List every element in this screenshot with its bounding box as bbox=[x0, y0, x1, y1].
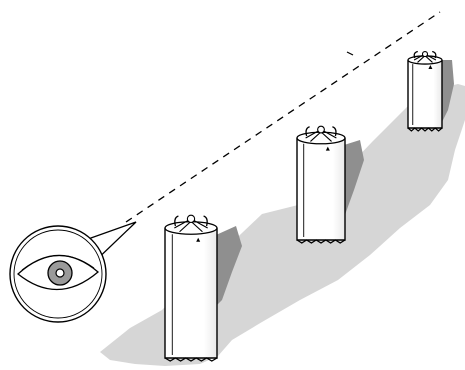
near-post-top bbox=[164, 221, 218, 235]
sightline-tick bbox=[346, 51, 354, 56]
near-post-shadow bbox=[216, 226, 242, 306]
far-post bbox=[407, 50, 443, 132]
middle-post-knob bbox=[317, 125, 325, 134]
far-post-shadow bbox=[442, 60, 454, 122]
middle-post-base bbox=[296, 239, 346, 244]
near-post-lug-left bbox=[174, 215, 179, 227]
middle-post-lug-right bbox=[332, 126, 337, 137]
near-post-lug-right bbox=[203, 215, 208, 227]
sightline bbox=[125, 11, 441, 223]
near-post-marker bbox=[196, 237, 201, 242]
near-post-body bbox=[164, 228, 218, 359]
near-post-knob bbox=[186, 214, 196, 224]
near-post-base bbox=[164, 357, 218, 362]
far-post-base bbox=[407, 127, 443, 132]
far-post-lug-right bbox=[432, 50, 437, 59]
middle-post bbox=[296, 125, 346, 244]
far-post-body bbox=[407, 60, 443, 129]
middle-post-top bbox=[296, 131, 346, 145]
far-post-marker bbox=[428, 64, 433, 69]
middle-post-lug-left bbox=[305, 126, 310, 137]
eye-callout bbox=[9, 225, 107, 323]
far-post-lug-left bbox=[413, 50, 418, 59]
middle-post-marker bbox=[325, 146, 330, 151]
far-post-top bbox=[407, 55, 443, 65]
far-post-knob bbox=[421, 50, 429, 58]
eye-pupil bbox=[55, 268, 65, 278]
near-post bbox=[164, 214, 218, 362]
middle-post-body bbox=[296, 138, 346, 241]
eye-icon bbox=[16, 254, 100, 291]
middle-post-shadow bbox=[344, 140, 364, 220]
posts-layer bbox=[164, 50, 443, 362]
callout-inner-ring bbox=[13, 229, 103, 319]
